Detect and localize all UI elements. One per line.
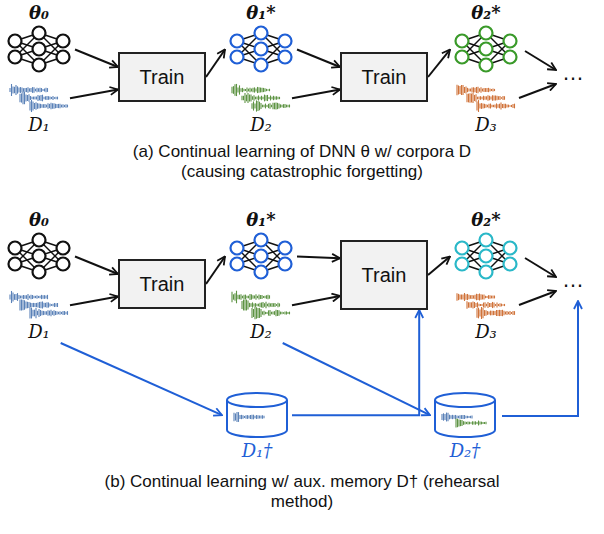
memory-cylinder: D₂† bbox=[430, 390, 500, 462]
network-icon: θ₂* bbox=[450, 2, 522, 74]
memory-arrow bbox=[502, 301, 578, 416]
flow-arrow bbox=[70, 297, 118, 306]
process-box: Train bbox=[340, 52, 428, 102]
neural-network-drawing bbox=[225, 231, 297, 281]
memory-arrow bbox=[283, 343, 430, 415]
corpus-label: D₂ bbox=[230, 114, 292, 136]
flow-arrow bbox=[75, 50, 118, 67]
ellipsis: … bbox=[558, 60, 588, 86]
corpus-icon: D₃ bbox=[455, 289, 517, 343]
corpus-label: D₂† bbox=[430, 440, 500, 462]
flow-arrow bbox=[428, 257, 450, 275]
parameter-label: θ₀ bbox=[3, 2, 75, 24]
parameter-label: θ₂* bbox=[450, 209, 522, 231]
continuation-arrow bbox=[519, 291, 556, 305]
parameter-label: θ₂* bbox=[450, 2, 522, 24]
continuation-arrow bbox=[525, 51, 556, 70]
corpus-icon: D₁ bbox=[8, 289, 70, 343]
continuation-arrow bbox=[525, 258, 556, 277]
process-label: Train bbox=[362, 264, 407, 287]
corpus-label: D₃ bbox=[455, 321, 517, 343]
process-label: Train bbox=[140, 273, 185, 296]
waveform-drawing bbox=[230, 289, 292, 321]
waveform-drawing bbox=[8, 82, 70, 114]
flow-arrow bbox=[206, 257, 225, 284]
corpus-label: D₁ bbox=[8, 321, 70, 343]
flow-arrow bbox=[428, 50, 450, 77]
memory-cylinder: D₁† bbox=[222, 390, 292, 462]
flow-arrow bbox=[206, 50, 225, 77]
process-box: Train bbox=[118, 52, 206, 102]
cylinder-drawing bbox=[222, 390, 292, 440]
memory-arrow bbox=[292, 310, 419, 415]
neural-network-drawing bbox=[3, 24, 75, 74]
panel-caption: (a) Continual learning of DNN θ w/ corpo… bbox=[102, 142, 502, 182]
flow-arrow bbox=[70, 90, 118, 99]
corpus-label: D₂ bbox=[230, 321, 292, 343]
parameter-label: θ₁* bbox=[225, 2, 297, 24]
neural-network-drawing bbox=[225, 24, 297, 74]
network-icon: θ₁* bbox=[225, 209, 297, 281]
neural-network-drawing bbox=[450, 24, 522, 74]
flow-arrow bbox=[297, 257, 340, 259]
panel-caption: (b) Continual learning w/ aux. memory D†… bbox=[102, 472, 502, 512]
waveform-drawing bbox=[455, 289, 517, 321]
parameter-label: θ₀ bbox=[3, 209, 75, 231]
flow-arrow bbox=[75, 257, 118, 274]
continuation-arrow bbox=[519, 84, 556, 98]
network-icon: θ₀ bbox=[3, 209, 75, 281]
process-label: Train bbox=[362, 66, 407, 89]
flow-arrow bbox=[292, 90, 340, 99]
neural-network-drawing bbox=[450, 231, 522, 281]
waveform-drawing bbox=[455, 82, 517, 114]
corpus-icon: D₃ bbox=[455, 82, 517, 136]
process-label: Train bbox=[140, 66, 185, 89]
corpus-icon: D₁ bbox=[8, 82, 70, 136]
corpus-icon: D₂ bbox=[230, 289, 292, 343]
process-box: Train bbox=[340, 240, 428, 310]
network-icon: θ₂* bbox=[450, 209, 522, 281]
memory-arrow bbox=[61, 343, 222, 415]
waveform-drawing bbox=[230, 82, 292, 114]
process-box: Train bbox=[118, 259, 206, 309]
flow-arrow bbox=[292, 296, 340, 305]
corpus-icon: D₂ bbox=[230, 82, 292, 136]
network-icon: θ₁* bbox=[225, 2, 297, 74]
corpus-label: D₃ bbox=[455, 114, 517, 136]
neural-network-drawing bbox=[3, 231, 75, 281]
cylinder-drawing bbox=[430, 390, 500, 440]
network-icon: θ₀ bbox=[3, 2, 75, 74]
ellipsis: … bbox=[558, 267, 588, 293]
corpus-label: D₁† bbox=[222, 440, 292, 462]
waveform-drawing bbox=[8, 289, 70, 321]
flow-arrow bbox=[297, 50, 340, 67]
parameter-label: θ₁* bbox=[225, 209, 297, 231]
corpus-label: D₁ bbox=[8, 114, 70, 136]
